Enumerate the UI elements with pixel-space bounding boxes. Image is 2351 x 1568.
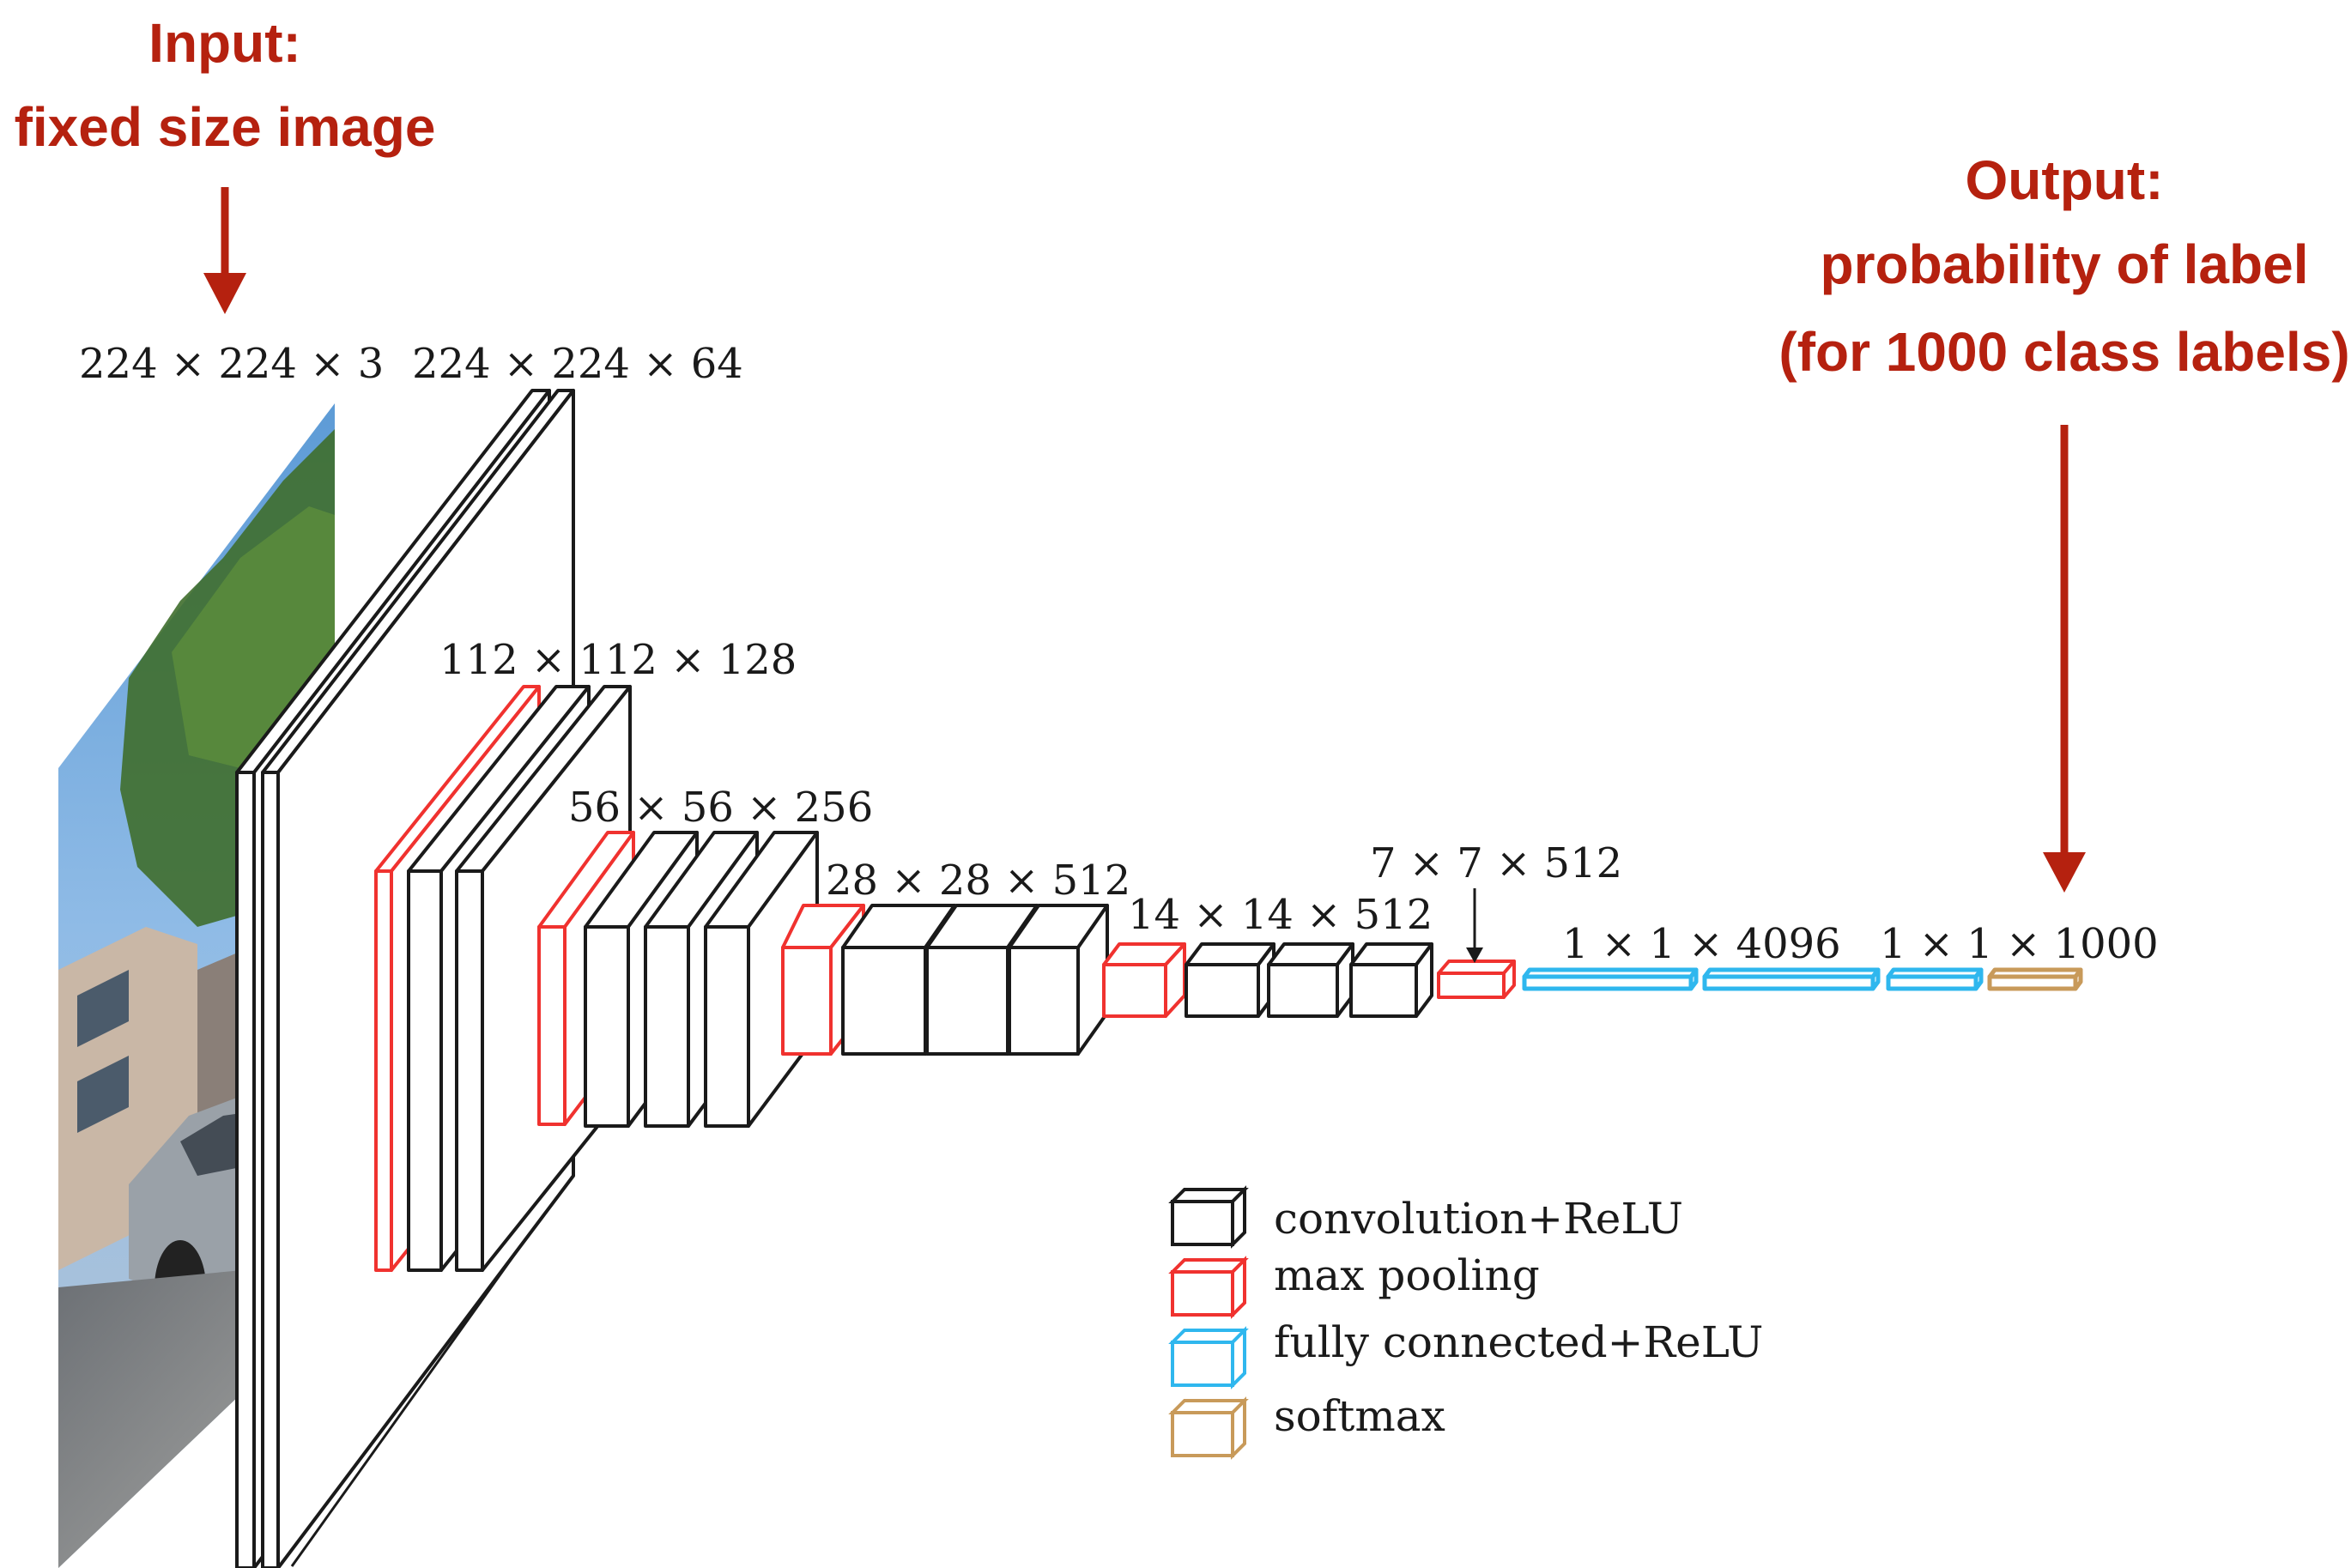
dim-label-pool5: 7 × 7 × 512 [1370,839,1622,887]
conv4-block [783,905,1107,1054]
dim-label-conv4: 28 × 28 × 512 [826,857,1130,905]
output-callout-line3: (for 1000 class labels) [1778,321,2349,383]
legend: convolution+ReLU max pooling fully conne… [1172,1190,1763,1456]
dim-label-conv2: 112 × 112 × 128 [439,636,797,684]
legend-label-softmax: softmax [1274,1391,1445,1441]
dim-label-output: 1 × 1 × 1000 [1880,920,2159,968]
conv5-layer-2 [1269,944,1353,1016]
legend-label-convolution: convolution+ReLU [1274,1194,1683,1244]
dim-label-input: 224 × 224 × 3 [79,340,384,388]
dim-label-conv5: 14 × 14 × 512 [1128,891,1433,939]
pool5-pointer-arrow [1466,888,1483,963]
output-callout-title: Output: [1966,149,2164,211]
fc-block [1524,970,1981,989]
dim-label-conv1: 224 × 224 × 64 [412,340,743,388]
output-callout: Output: probability of label (for 1000 c… [1778,149,2349,893]
output-callout-line2: probability of label [1821,233,2309,295]
conv4-layer-3 [1009,905,1107,1054]
legend-item-max-pooling: max pooling [1172,1250,1540,1315]
pool4-layer [1104,944,1185,1016]
pool5-block [1439,888,1514,997]
input-arrow [203,187,246,314]
legend-label-fully-connected: fully connected+ReLU [1274,1317,1763,1367]
fc2-layer [1705,970,1878,989]
input-callout: Input: fixed size image [15,12,436,314]
dim-label-fc: 1 × 1 × 4096 [1562,920,1841,968]
conv3-block [539,832,817,1126]
conv5-layer-1 [1186,944,1274,1016]
conv5-layer-3 [1351,944,1432,1016]
legend-label-max-pooling: max pooling [1274,1250,1540,1300]
legend-item-convolution: convolution+ReLU [1172,1190,1683,1244]
fc3-layer [1888,970,1981,989]
fc1-layer [1524,970,1696,989]
input-callout-subtitle: fixed size image [15,96,436,158]
legend-item-fully-connected: fully connected+ReLU [1172,1317,1763,1385]
conv5-block [1104,944,1432,1016]
output-arrow [2043,425,2086,893]
dim-label-conv3: 56 × 56 × 256 [568,784,873,832]
legend-item-softmax: softmax [1172,1391,1445,1456]
input-callout-title: Input: [148,12,301,74]
softmax-block [1990,970,2081,989]
